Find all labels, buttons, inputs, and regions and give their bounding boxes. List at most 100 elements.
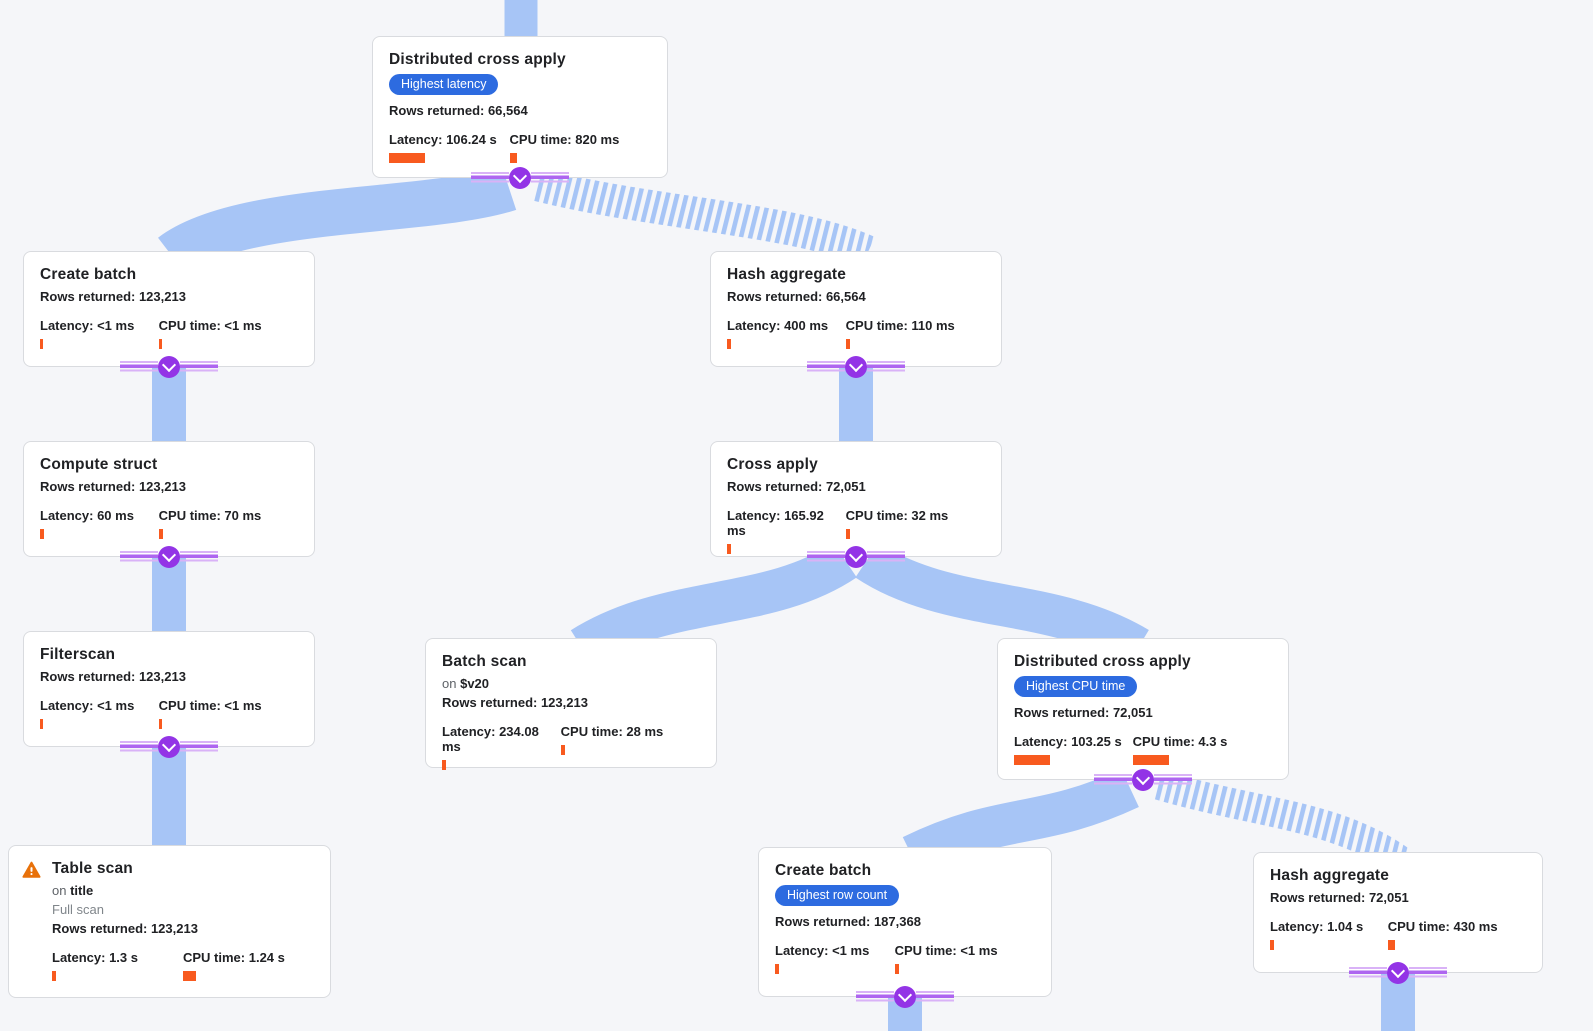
chevron-down-icon xyxy=(158,736,180,758)
scan-target: on title xyxy=(52,883,314,898)
on-target-name: title xyxy=(70,883,94,898)
latency-bar xyxy=(775,964,779,974)
connector-ribbon xyxy=(1349,967,1387,978)
collapse-children-control[interactable] xyxy=(807,546,905,568)
connector-ribbon xyxy=(120,551,158,562)
latency-label: Latency: 60 ms xyxy=(40,508,134,523)
connector-ribbon xyxy=(471,172,509,183)
collapse-children-control[interactable] xyxy=(1094,769,1192,791)
connector-ribbon xyxy=(180,741,218,752)
rows-returned: Rows returned: 72,051 xyxy=(1270,890,1409,905)
latency-metric: Latency: 1.04 s xyxy=(1270,919,1388,950)
node-title: Hash aggregate xyxy=(1270,867,1390,884)
cpu-metric: CPU time: <1 ms xyxy=(158,318,298,349)
cpu-time-label: CPU time: <1 ms xyxy=(158,318,262,333)
node-title: Batch scan xyxy=(442,653,527,670)
latency-bar xyxy=(727,339,731,349)
chevron-down-icon xyxy=(845,356,867,378)
latency-bar xyxy=(1014,755,1050,765)
on-prefix: on xyxy=(52,883,67,898)
plan-node-batch-scan[interactable]: Batch scan on $v20 Rows returned: 123,21… xyxy=(425,638,717,770)
warning-icon xyxy=(22,861,41,881)
collapse-children-control[interactable] xyxy=(120,356,218,378)
collapse-children-control[interactable] xyxy=(120,546,218,568)
plan-node-filterscan[interactable]: Filterscan Rows returned: 123,213 Latenc… xyxy=(23,631,315,747)
latency-bar xyxy=(442,760,446,770)
chevron-down-icon xyxy=(509,167,531,189)
latency-label: Latency: 400 ms xyxy=(727,318,829,333)
rows-returned: Rows returned: 72,051 xyxy=(727,479,866,494)
latency-bar xyxy=(52,971,56,981)
connector-ribbon xyxy=(916,991,954,1002)
cpu-time-label: CPU time: 4.3 s xyxy=(1132,734,1228,749)
plan-node-distributed-cross-apply-2[interactable]: Distributed cross apply Highest CPU time… xyxy=(997,638,1289,780)
collapse-children-control[interactable] xyxy=(471,167,569,189)
rows-returned: Rows returned: 123,213 xyxy=(52,921,198,936)
latency-bar xyxy=(40,719,43,729)
collapse-children-control[interactable] xyxy=(807,356,905,378)
cpu-time-label: CPU time: 430 ms xyxy=(1387,919,1498,934)
cpu-metric: CPU time: 820 ms xyxy=(509,132,651,163)
highest-latency-badge: Highest latency xyxy=(389,74,499,95)
latency-label: Latency: <1 ms xyxy=(775,943,870,958)
plan-node-compute-struct[interactable]: Compute struct Rows returned: 123,213 La… xyxy=(23,441,315,557)
latency-bar xyxy=(389,153,425,163)
latency-label: Latency: <1 ms xyxy=(40,698,135,713)
connector-ribbon xyxy=(807,361,845,372)
cpu-time-label: CPU time: <1 ms xyxy=(894,943,998,958)
plan-node-cross-apply[interactable]: Cross apply Rows returned: 72,051 Latenc… xyxy=(710,441,1002,557)
cpu-metric: CPU time: <1 ms xyxy=(894,943,1035,974)
node-title: Compute struct xyxy=(40,456,158,473)
chevron-down-icon xyxy=(1132,769,1154,791)
cpu-metric: CPU time: 430 ms xyxy=(1387,919,1526,950)
connector-ribbon xyxy=(867,551,905,562)
collapse-children-control[interactable] xyxy=(1349,962,1447,984)
on-prefix: on xyxy=(442,676,457,691)
node-title: Hash aggregate xyxy=(727,266,847,283)
plan-node-hash-aggregate-2[interactable]: Hash aggregate Rows returned: 72,051 Lat… xyxy=(1253,852,1543,973)
node-title: Cross apply xyxy=(727,456,818,473)
cpu-time-bar xyxy=(183,971,196,981)
plan-node-hash-aggregate[interactable]: Hash aggregate Rows returned: 66,564 Lat… xyxy=(710,251,1002,367)
cpu-time-label: CPU time: 820 ms xyxy=(509,132,620,147)
rows-returned: Rows returned: 66,564 xyxy=(389,103,528,118)
scan-target: on $v20 xyxy=(442,676,700,691)
rows-returned: Rows returned: 187,368 xyxy=(775,914,921,929)
rows-returned: Rows returned: 72,051 xyxy=(1014,705,1153,720)
edge-dca2-to-create-batch-2 xyxy=(902,768,1139,875)
edge-root-to-create-batch xyxy=(158,165,517,276)
plan-node-create-batch-2[interactable]: Create batch Highest row count Rows retu… xyxy=(758,847,1052,997)
highest-cpu-time-badge: Highest CPU time xyxy=(1014,676,1138,697)
chevron-down-icon xyxy=(845,546,867,568)
rows-returned: Rows returned: 123,213 xyxy=(40,289,186,304)
collapse-children-control[interactable] xyxy=(856,986,954,1008)
cpu-time-label: CPU time: 1.24 s xyxy=(183,950,285,965)
node-title: Table scan xyxy=(52,860,133,877)
chevron-down-icon xyxy=(158,546,180,568)
connector-ribbon xyxy=(1409,967,1447,978)
collapse-children-control[interactable] xyxy=(120,736,218,758)
cpu-time-bar xyxy=(560,745,565,755)
latency-metric: Latency: 1.3 s xyxy=(52,950,183,981)
connector-ribbon xyxy=(856,991,894,1002)
connector-ribbon xyxy=(531,172,569,183)
edge-root-to-hash-aggregate-striped xyxy=(530,168,875,268)
rows-returned: Rows returned: 123,213 xyxy=(442,695,588,710)
full-scan-note: Full scan xyxy=(52,902,105,917)
latency-label: Latency: 234.08 ms xyxy=(442,724,539,754)
connector-ribbon xyxy=(807,551,845,562)
edge-cross-apply-to-distributed-cross-apply-2 xyxy=(855,542,1149,667)
latency-metric: Latency: 400 ms xyxy=(727,318,846,349)
cpu-time-label: CPU time: 28 ms xyxy=(560,724,664,739)
chevron-down-icon xyxy=(1387,962,1409,984)
highest-row-count-badge: Highest row count xyxy=(775,885,900,906)
plan-node-distributed-cross-apply-root[interactable]: Distributed cross apply Highest latency … xyxy=(372,36,668,178)
connector-ribbon xyxy=(867,361,905,372)
plan-node-table-scan[interactable]: Table scan on title Full scan Rows retur… xyxy=(8,845,331,998)
plan-node-create-batch[interactable]: Create batch Rows returned: 123,213 Late… xyxy=(23,251,315,367)
rows-returned: Rows returned: 123,213 xyxy=(40,669,186,684)
latency-label: Latency: 106.24 s xyxy=(389,132,497,147)
connector-ribbon xyxy=(120,741,158,752)
cpu-time-bar xyxy=(1387,940,1395,950)
node-title: Distributed cross apply xyxy=(389,51,566,68)
